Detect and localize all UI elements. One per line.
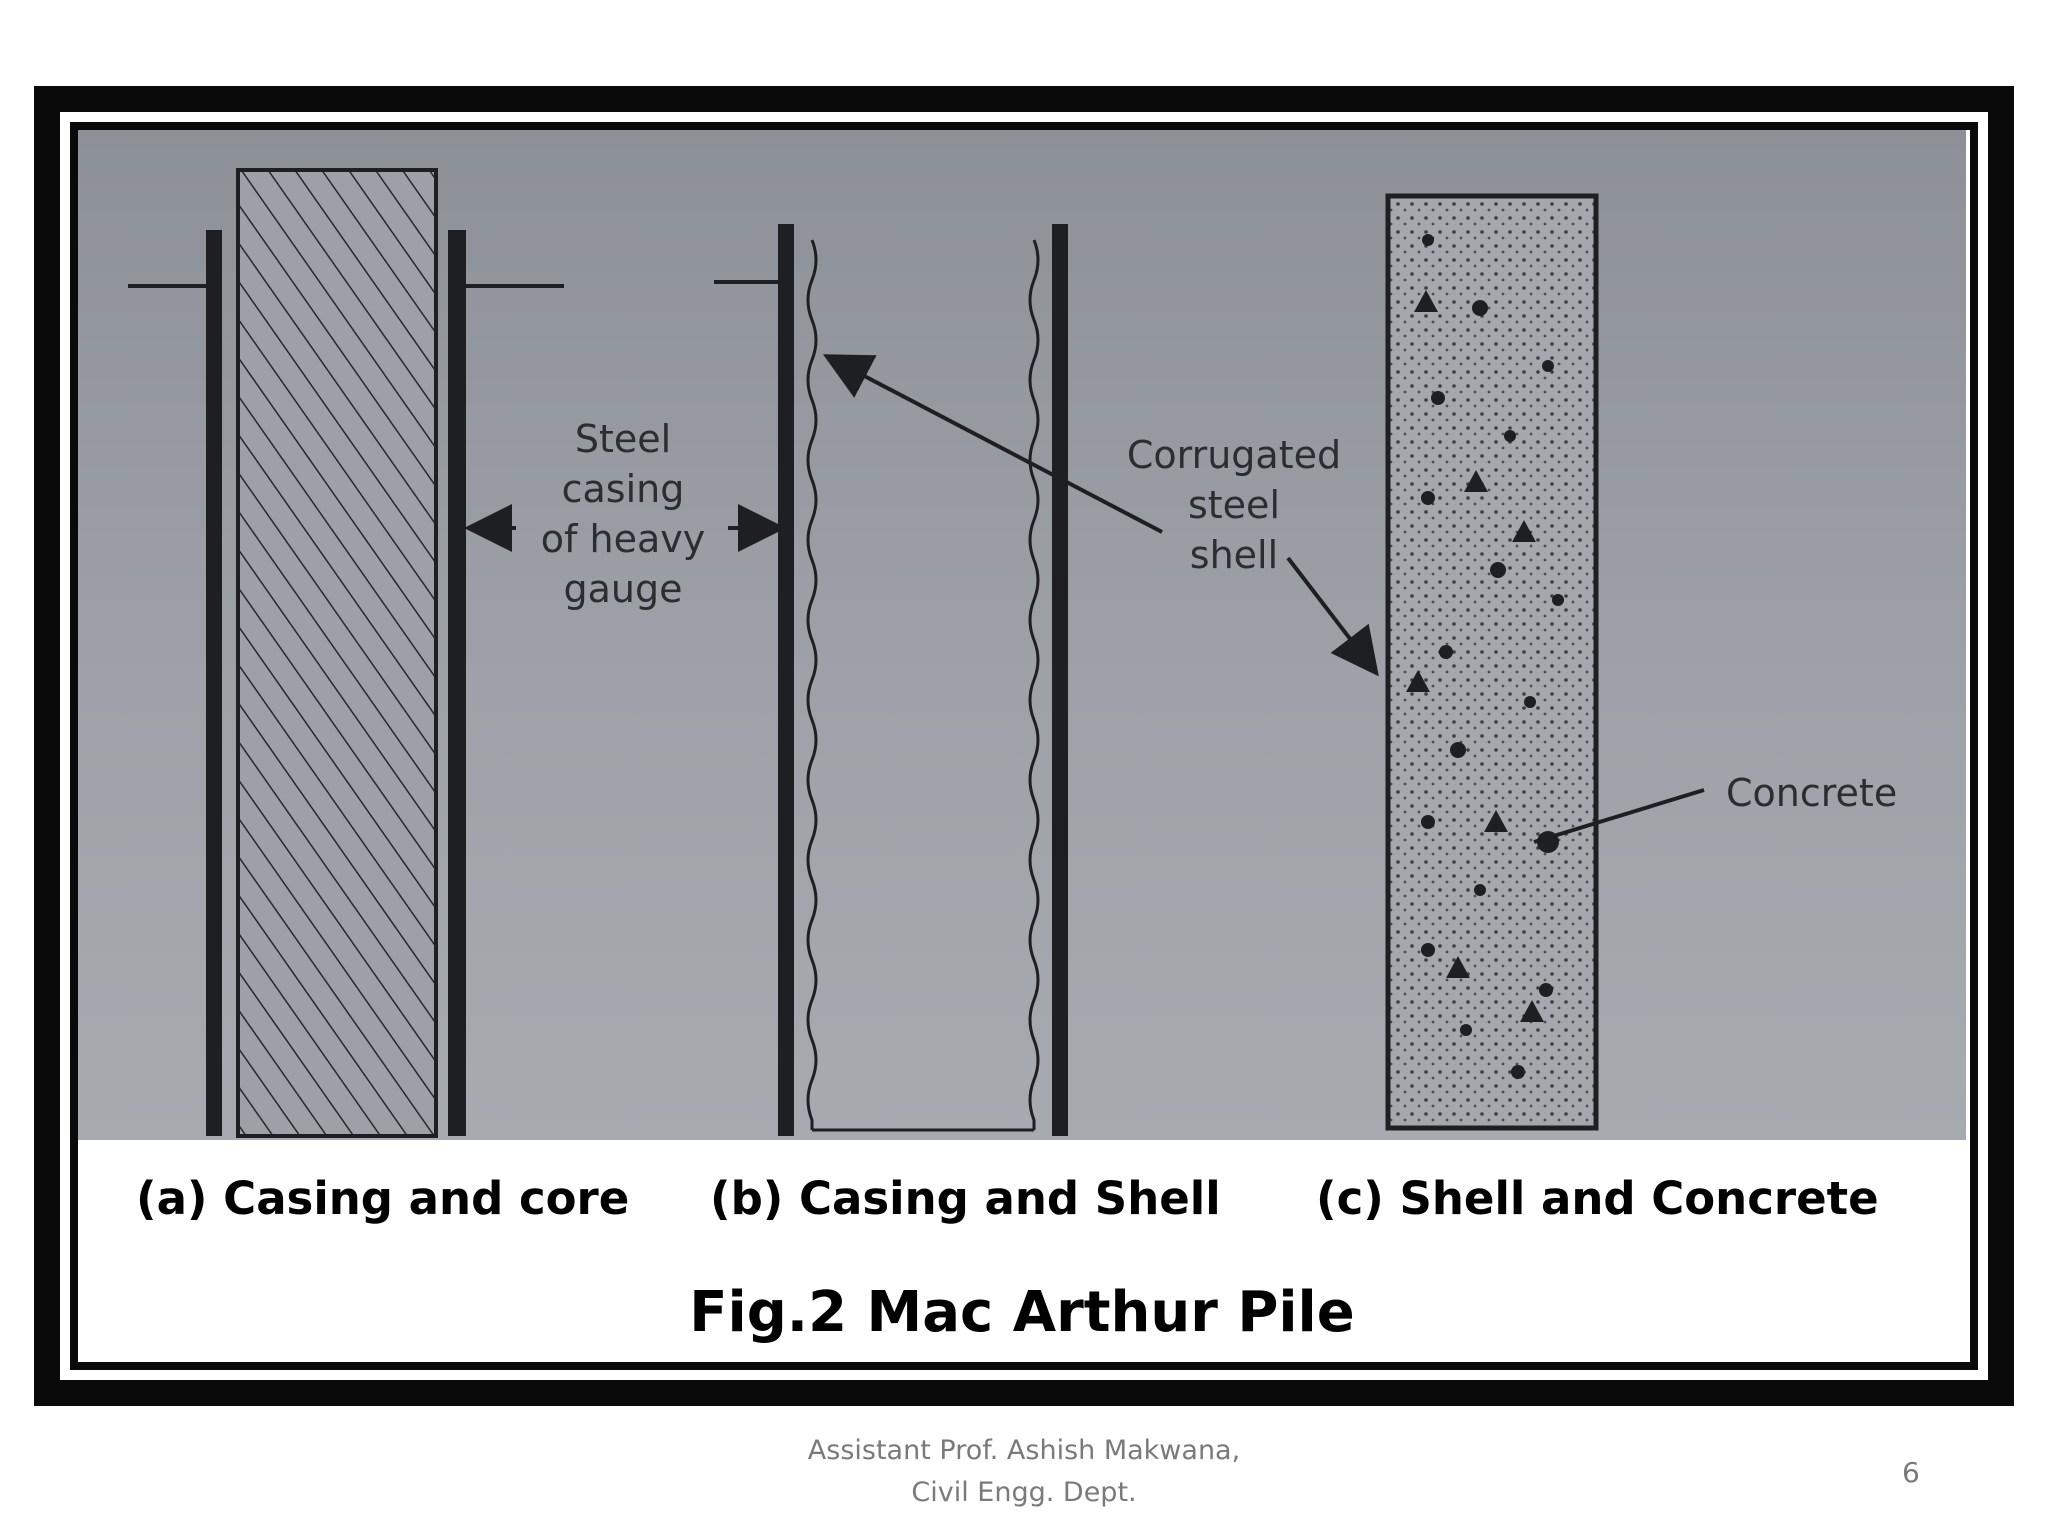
- pile-c-shell-and-concrete: Concrete: [1385, 193, 1897, 1131]
- pile-b-left-corrugated-shell: [806, 239, 818, 1130]
- page-number: 6: [1902, 1456, 1920, 1489]
- footer-author-line-2: Civil Engg. Dept.: [911, 1477, 1137, 1508]
- caption-a: (a) Casing and core: [136, 1172, 630, 1225]
- corrugated-shell-label-1: Corrugated: [1127, 433, 1341, 477]
- pile-diagram-photo: Steel casing of heavy gauge: [78, 130, 1966, 1140]
- steel-casing-label-3: of heavy: [541, 517, 705, 561]
- steel-casing-label-4: gauge: [564, 567, 683, 611]
- figure-panel: Steel casing of heavy gauge: [78, 130, 1970, 1362]
- concrete-pointer-line: [1533, 788, 1705, 844]
- pile-b-right-casing: [1052, 224, 1068, 1136]
- figure-title: Fig.2 Mac Arthur Pile: [689, 1280, 1355, 1345]
- caption-b: (b) Casing and Shell: [710, 1172, 1221, 1225]
- corrugated-shell-arrow-c: [1286, 556, 1379, 677]
- footer-author-line-1: Assistant Prof. Ashish Makwana,: [807, 1435, 1241, 1466]
- footer-author: Assistant Prof. Ashish Makwana, Civil En…: [0, 1430, 2048, 1514]
- corrugated-shell-label-3: shell: [1190, 533, 1278, 577]
- steel-casing-label-1: Steel: [575, 417, 671, 461]
- concrete-label: Concrete: [1726, 771, 1897, 815]
- pile-b-left-casing: [778, 224, 794, 1136]
- slide-frame: Steel casing of heavy gauge: [34, 86, 2014, 1406]
- pile-c-concrete-fill: [1385, 193, 1599, 1131]
- corrugated-shell-arrow-b: [822, 354, 1163, 534]
- pile-b-casing-and-shell: [714, 224, 1068, 1136]
- pile-a-casing-and-core: [128, 168, 564, 1138]
- corrugated-shell-label: Corrugated steel shell: [822, 354, 1379, 677]
- mac-arthur-pile-diagram: Steel casing of heavy gauge: [128, 168, 1897, 1138]
- pile-a-right-casing: [448, 230, 466, 1136]
- steel-casing-label-2: casing: [562, 467, 685, 511]
- caption-c: (c) Shell and Concrete: [1316, 1172, 1879, 1225]
- pile-a-left-casing: [206, 230, 222, 1136]
- steel-casing-label: Steel casing of heavy gauge: [464, 417, 786, 611]
- corrugated-shell-label-2: steel: [1188, 483, 1280, 527]
- pile-a-core: [236, 168, 438, 1138]
- pile-c-aggregate: [1406, 234, 1564, 1079]
- pile-b-right-corrugated-shell: [1028, 239, 1040, 1130]
